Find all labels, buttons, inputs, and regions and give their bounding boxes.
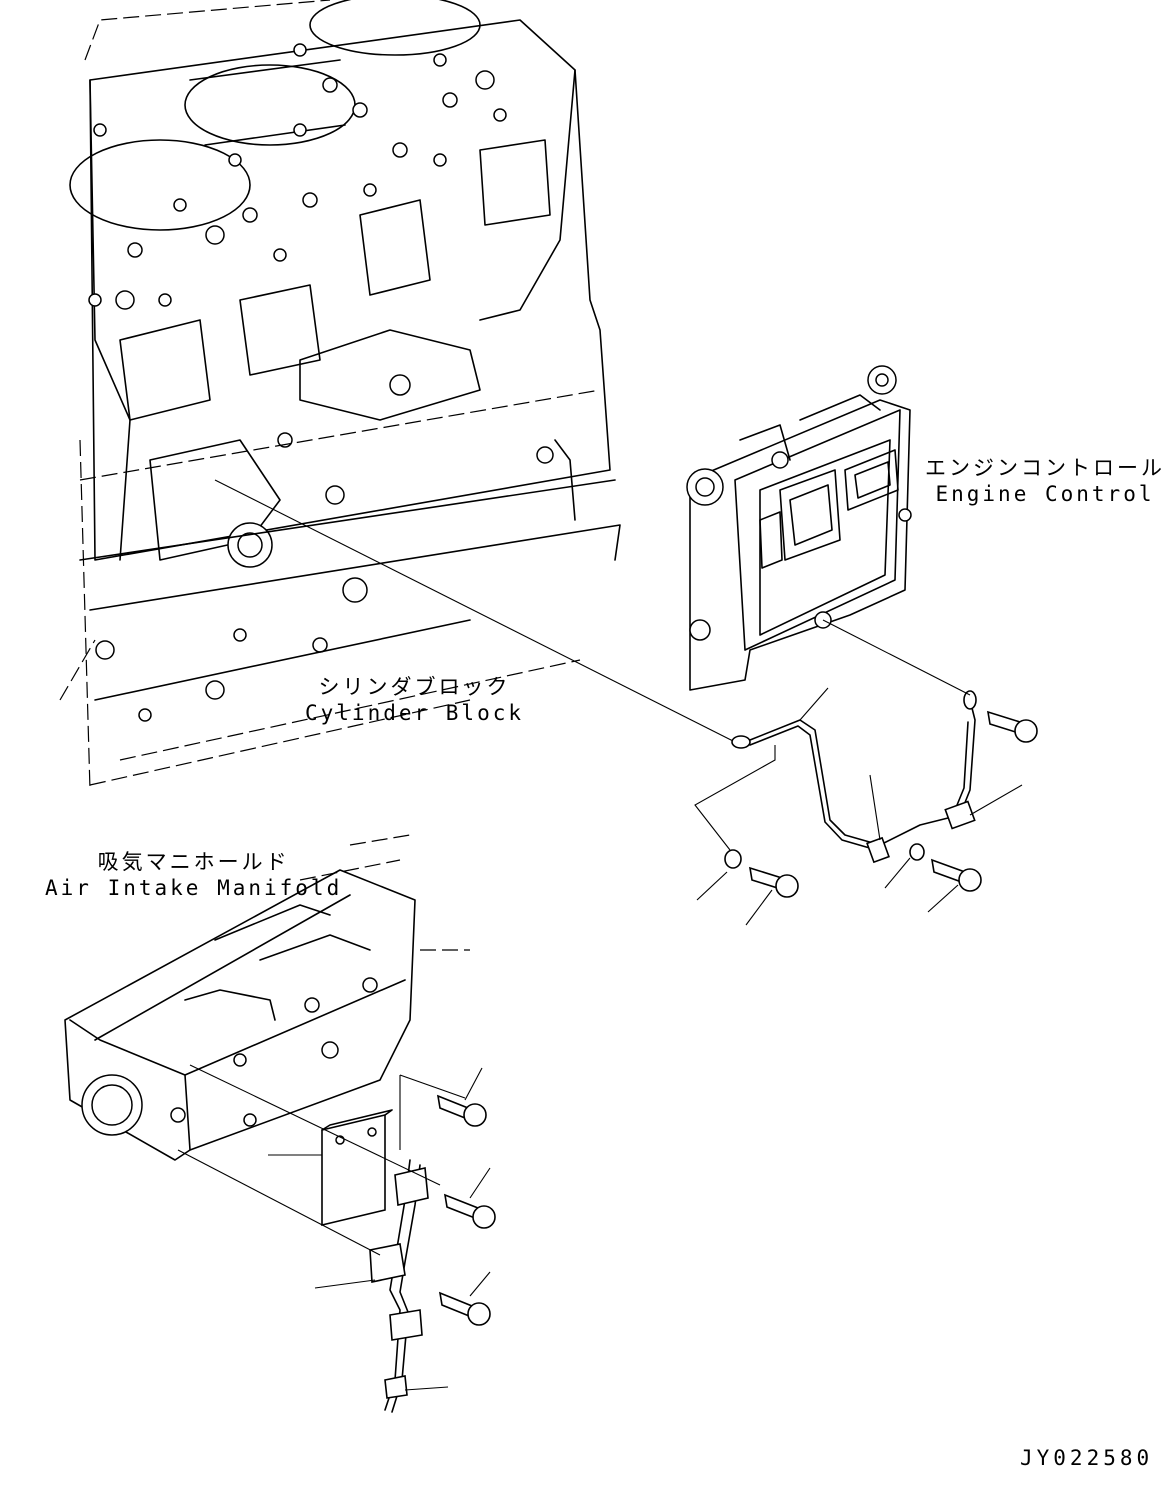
air-intake-manifold-label-jp: 吸気マニホールド — [97, 850, 290, 874]
engine-control-label-en: Engine Control — [935, 482, 1155, 506]
cylinder-block-drawing — [59, 0, 621, 791]
cylinder-block-label-jp: シリンダブロック — [318, 675, 511, 699]
air-intake-manifold-drawing — [64, 834, 496, 1413]
engine-control-drawing — [686, 365, 912, 691]
engine-control-label-jp: エンジンコントロール — [925, 456, 1165, 480]
ground-cable-drawing — [214, 479, 1038, 926]
air-intake-manifold-label: 吸気マニホールド Air Intake Manifold — [45, 852, 342, 899]
air-intake-manifold-label-en: Air Intake Manifold — [45, 876, 343, 900]
engine-control-label: エンジンコントロール Engine Control — [925, 458, 1165, 505]
cylinder-block-label-en: Cylinder Block — [305, 701, 525, 725]
cylinder-block-label: シリンダブロック Cylinder Block — [305, 677, 524, 724]
drawing-number: JY022580 — [1020, 1446, 1154, 1470]
